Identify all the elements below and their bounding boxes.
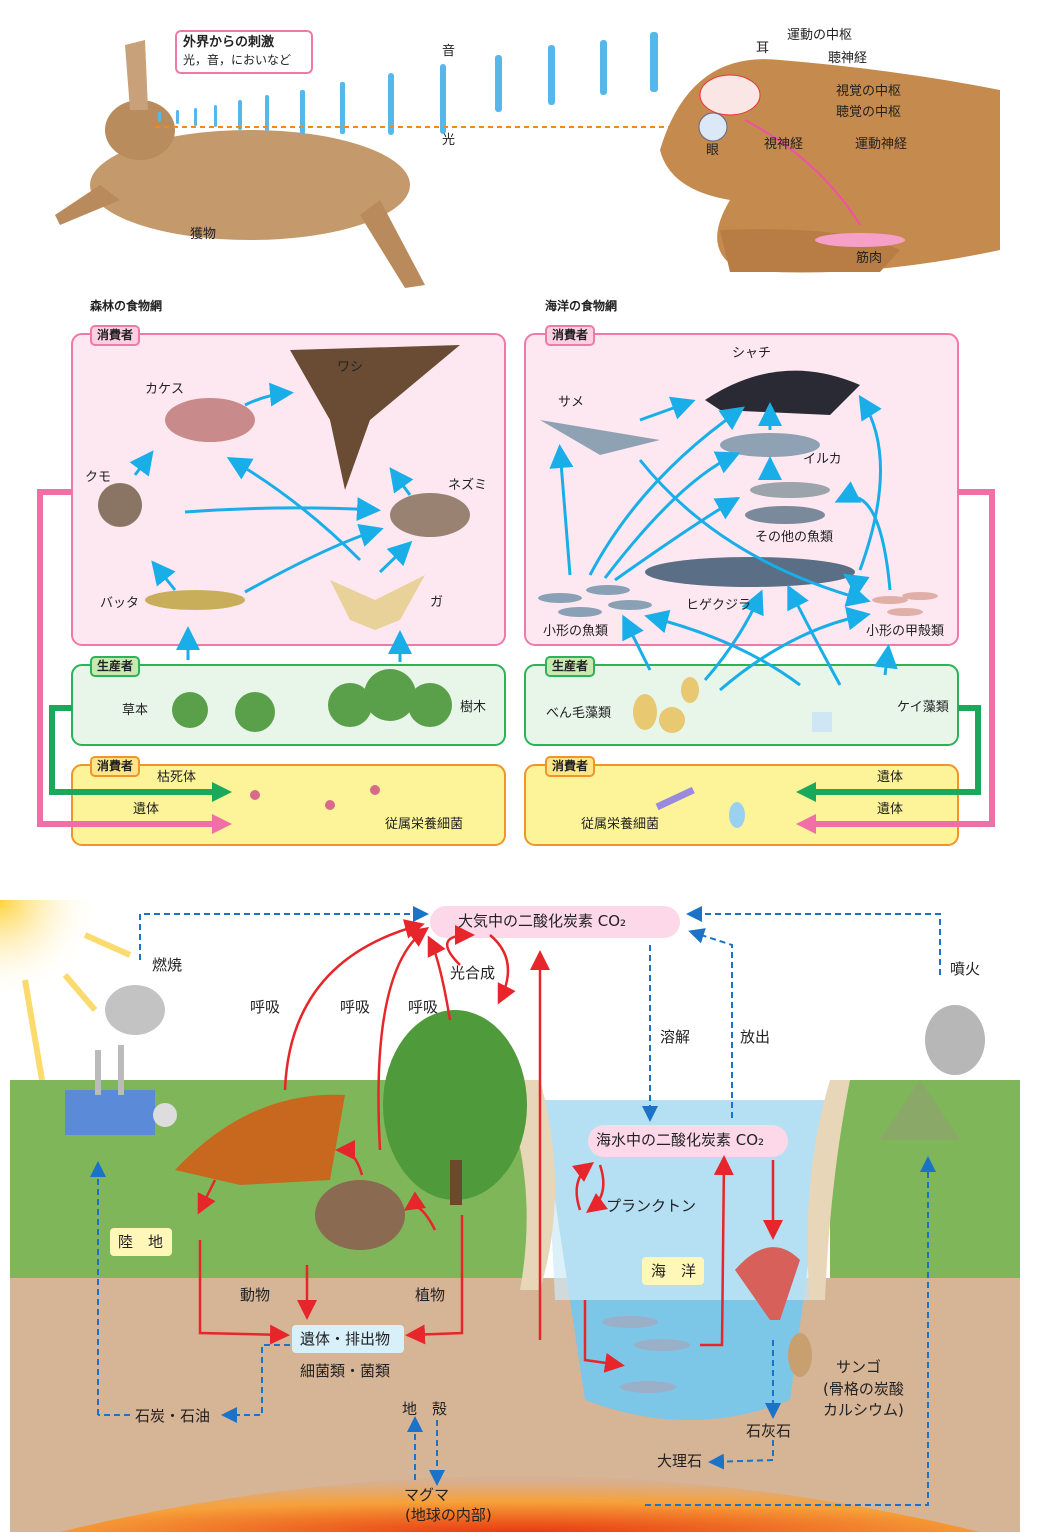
label-jay: カケス xyxy=(145,382,185,397)
label-auditory-nerve: 聴神経 xyxy=(828,51,868,66)
label-earth-interior: (地球の内部) xyxy=(405,1506,492,1524)
label-dead-plants: 枯死体 xyxy=(157,770,197,785)
sound-waves xyxy=(158,32,658,135)
label-sea: 海 洋 xyxy=(651,1262,697,1280)
label-coral: サンゴ xyxy=(836,1358,882,1376)
label-combustion: 燃焼 xyxy=(152,956,183,974)
hare-illustration xyxy=(315,1180,405,1250)
label-ear: 耳 xyxy=(756,41,770,56)
label-sound: 音 xyxy=(442,44,456,59)
label-forest-bacteria: 従属栄養細菌 xyxy=(385,817,464,832)
label-plankton: プランクトン xyxy=(606,1197,697,1215)
forest-consumer-tag: 消費者 xyxy=(90,325,141,346)
label-magma: マグマ xyxy=(404,1486,450,1504)
label-dolphin: イルカ xyxy=(803,452,842,467)
label-limestone: 石灰石 xyxy=(746,1422,792,1440)
forest-decomposer-tag: 消費者 xyxy=(90,756,141,777)
label-ocean-remains-2: 遺体 xyxy=(877,802,904,817)
ocean-producer-tag: 生産者 xyxy=(545,656,596,677)
label-photosynthesis: 光合成 xyxy=(450,964,496,982)
forest-producer-tag: 生産者 xyxy=(90,656,141,677)
sun-icon xyxy=(0,900,100,1000)
stimulus-subtitle: 光，音，においなど xyxy=(183,53,292,67)
label-ocean-remains-1: 遺体 xyxy=(877,770,904,785)
label-crust: 地 殻 xyxy=(402,1400,448,1418)
atmospheric-co2: 大気中の二酸化炭素 CO₂ xyxy=(458,912,627,930)
label-moth: ガ xyxy=(430,595,444,610)
label-shark: サメ xyxy=(558,395,585,410)
label-orca: シャチ xyxy=(732,346,772,361)
magma-layer xyxy=(60,1476,980,1532)
label-motor-center: 運動の中枢 xyxy=(787,28,853,43)
tree-illustration xyxy=(383,1010,527,1205)
forest-organisms xyxy=(98,345,470,810)
label-visual-center: 視覚の中枢 xyxy=(836,84,902,99)
label-mouse: ネズミ xyxy=(448,478,488,493)
label-muscle: 筋肉 xyxy=(856,251,883,266)
ocean-title: 海洋の食物網 xyxy=(545,299,618,313)
ocean-decomposer-tag: 消費者 xyxy=(545,756,596,777)
label-whale: ヒゲクジラ xyxy=(686,598,752,613)
label-dinoflagellates: べん毛藻類 xyxy=(546,706,612,721)
puma-illustration xyxy=(660,59,1000,273)
label-crustaceans: 小形の甲殻類 xyxy=(866,624,945,639)
label-tree: 樹木 xyxy=(460,700,487,715)
label-grasshopper: バッタ xyxy=(100,596,140,611)
label-auditory-center: 聴覚の中枢 xyxy=(836,105,902,120)
factory-illustration xyxy=(65,985,177,1135)
label-coral-skeleton: (骨格の炭酸 xyxy=(823,1380,904,1398)
label-release: 放出 xyxy=(740,1028,771,1046)
label-prey: 獲物 xyxy=(190,227,217,242)
label-eruption: 噴火 xyxy=(950,960,981,978)
label-other-fish: その他の魚類 xyxy=(755,530,834,545)
ocean-consumer-tag: 消費者 xyxy=(545,325,596,346)
label-respiration-1: 呼吸 xyxy=(250,998,281,1016)
label-plants: 植物 xyxy=(415,1286,446,1304)
label-hawk: ワシ xyxy=(337,360,364,375)
stimulus-title: 外界からの刺激 xyxy=(183,35,275,50)
label-land: 陸 地 xyxy=(118,1233,164,1251)
seawater-co2: 海水中の二酸化炭素 CO₂ xyxy=(596,1131,765,1149)
label-forest-remains: 遺体 xyxy=(133,802,160,817)
label-remains: 遺体・排出物 xyxy=(300,1330,391,1348)
label-small-fish: 小形の魚類 xyxy=(543,624,609,639)
label-eye: 眼 xyxy=(706,143,720,158)
coral-illustration xyxy=(735,1247,800,1320)
label-respiration-3: 呼吸 xyxy=(408,998,439,1016)
label-optic-nerve: 視神経 xyxy=(764,137,804,152)
stimulus-box: 外界からの刺激 光，音，においなど xyxy=(175,30,313,74)
fox-illustration xyxy=(175,1094,345,1185)
label-animals: 動物 xyxy=(240,1286,271,1304)
label-calcium-carbonate: カルシウム) xyxy=(823,1401,904,1419)
label-light: 光 xyxy=(442,133,456,148)
label-dissolve: 溶解 xyxy=(660,1028,691,1046)
label-decomposers: 細菌類・菌類 xyxy=(300,1362,391,1380)
label-ocean-bacteria: 従属栄養細菌 xyxy=(581,817,660,832)
label-diatoms: ケイ藻類 xyxy=(897,700,949,715)
forest-title: 森林の食物網 xyxy=(90,299,163,313)
label-marble: 大理石 xyxy=(657,1452,703,1470)
label-coal-oil: 石炭・石油 xyxy=(135,1407,211,1425)
rabbit-illustration xyxy=(55,40,425,288)
label-spider: クモ xyxy=(85,470,112,485)
label-herb: 草本 xyxy=(122,703,149,718)
label-motor-nerve: 運動神経 xyxy=(855,137,908,152)
label-respiration-2: 呼吸 xyxy=(340,998,371,1016)
